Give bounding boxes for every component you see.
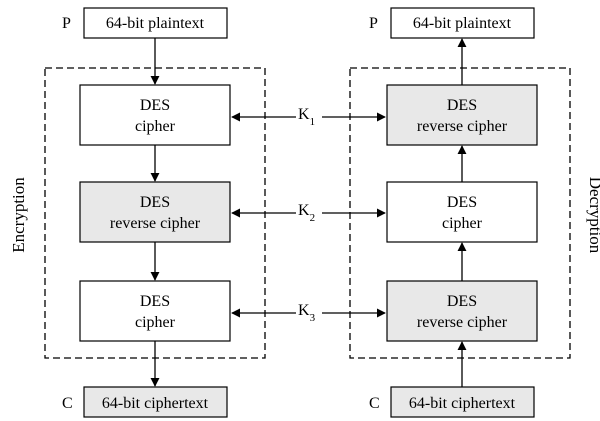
enc-plaintext-label: 64-bit plaintext	[106, 15, 205, 32]
dec-output-letter: P	[369, 15, 378, 32]
enc-output-letter: C	[62, 395, 73, 412]
dec-stage-2-line1: DES	[447, 194, 477, 211]
enc-stage-3-line2: cipher	[135, 314, 176, 331]
decryption-label: Decryption	[586, 177, 600, 254]
enc-stage-2-line2: reverse cipher	[110, 215, 201, 232]
dec-stage-1-line2: reverse cipher	[417, 118, 508, 135]
enc-stage-2-box	[79, 181, 231, 243]
key3-label: K3	[298, 302, 316, 324]
dec-stage-1-box	[386, 84, 538, 146]
dec-stage-3-line2: reverse cipher	[417, 314, 508, 331]
dec-plaintext-box	[390, 7, 535, 39]
dec-stage-3-line1: DES	[447, 293, 477, 310]
enc-stage-3-box	[79, 280, 231, 342]
dec-stage-2-line2: cipher	[442, 215, 483, 232]
dec-stage-2-box	[386, 181, 538, 243]
dec-ciphertext-label: 64-bit ciphertext	[409, 395, 516, 412]
dec-ciphertext-box	[390, 386, 535, 418]
key2-label: K2	[298, 202, 315, 224]
key2-letter: K	[298, 202, 310, 219]
enc-plaintext-box	[83, 7, 228, 39]
key3-subscript: 3	[310, 312, 316, 324]
enc-stage-3-line1: DES	[140, 293, 170, 310]
dec-stage-1-line1: DES	[447, 97, 477, 114]
enc-input-letter: P	[62, 15, 71, 32]
dec-input-letter: C	[369, 395, 380, 412]
key1-subscript: 1	[310, 116, 316, 128]
enc-ciphertext-box	[83, 386, 228, 418]
enc-ciphertext-label: 64-bit ciphertext	[102, 395, 209, 412]
enc-stage-1-line2: cipher	[135, 118, 176, 135]
key3-letter: K	[298, 302, 310, 319]
dec-stage-3-box	[386, 280, 538, 342]
enc-stage-1-box	[79, 84, 231, 146]
key1-letter: K	[298, 106, 310, 123]
key1-label: K1	[298, 106, 315, 128]
enc-stage-2-line1: DES	[140, 194, 170, 211]
key2-subscript: 2	[310, 212, 316, 224]
enc-stage-1-line1: DES	[140, 97, 170, 114]
encryption-label: Encryption	[9, 177, 28, 253]
dec-plaintext-label: 64-bit plaintext	[413, 15, 512, 32]
